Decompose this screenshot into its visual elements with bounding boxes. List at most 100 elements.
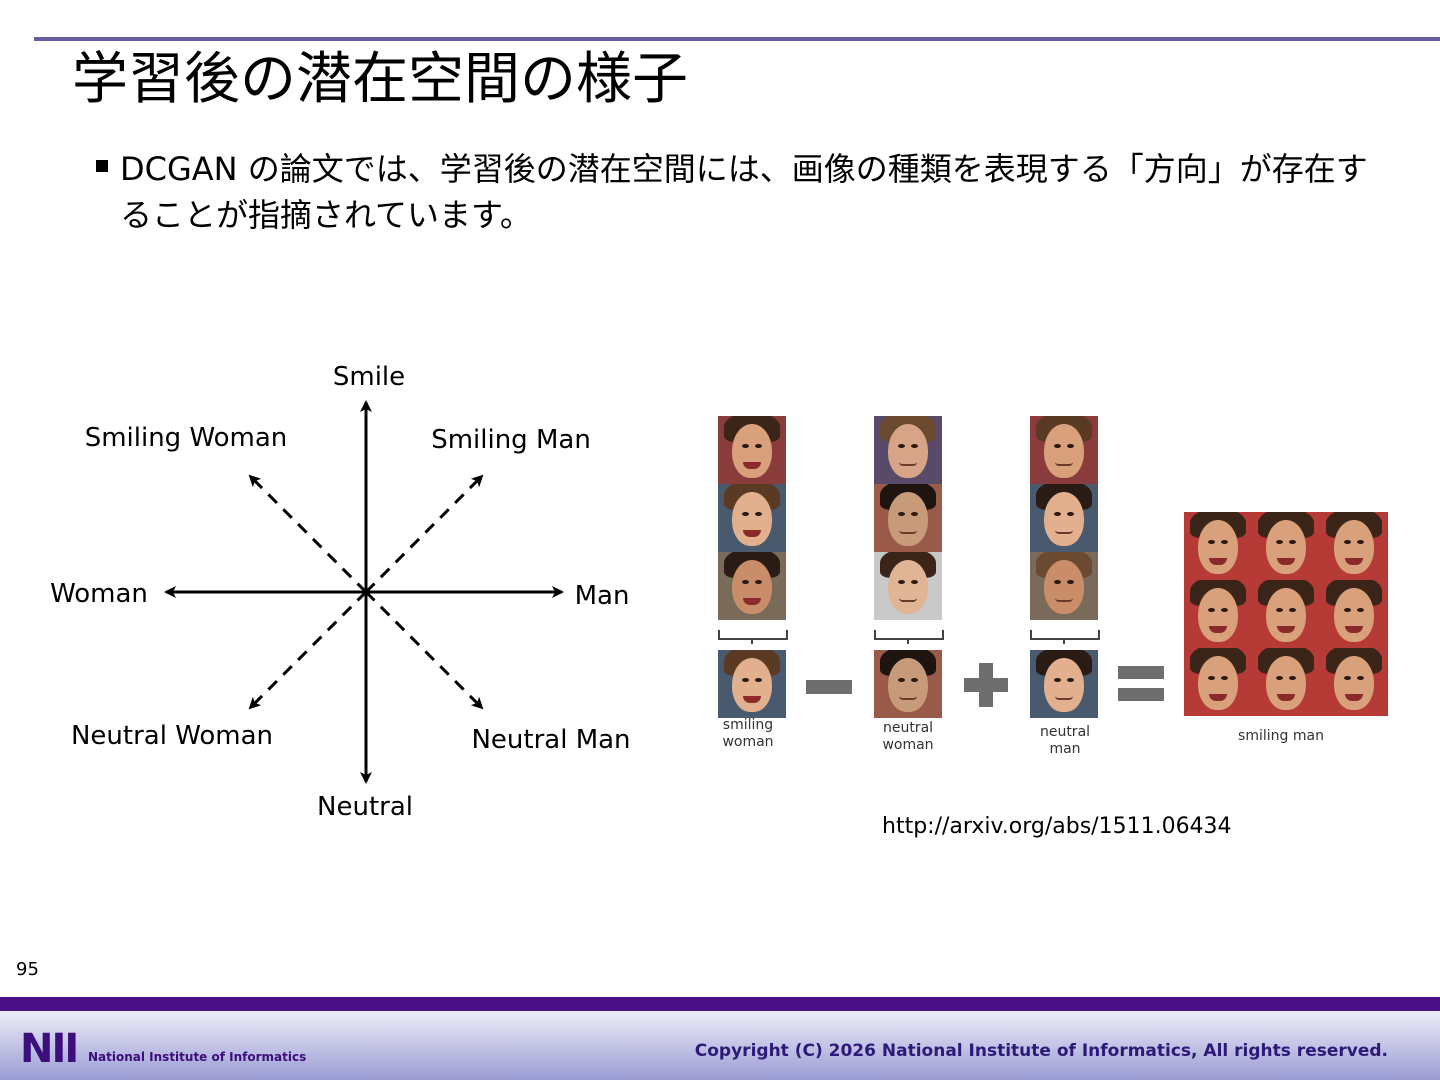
- logo-text: National Institute of Informatics: [88, 1050, 307, 1064]
- bullet-text: DCGAN の論文では、学習後の潜在空間には、画像の種類を表現する「方向」が存在…: [120, 150, 1368, 234]
- face-part: [1198, 656, 1238, 710]
- face-part: [1276, 540, 1283, 544]
- face-part: [1209, 626, 1227, 633]
- face-part: [1044, 492, 1084, 546]
- equals-icon-top: [1118, 666, 1164, 679]
- footer: NII National Institute of Informatics Co…: [0, 1011, 1440, 1080]
- face-part: [743, 598, 761, 605]
- face-part: [1289, 540, 1296, 544]
- copyright: Copyright (C) 2026 National Institute of…: [694, 1041, 1388, 1061]
- face-thumbnail: [718, 484, 786, 552]
- face-part: [742, 580, 749, 584]
- arrow-smiling-woman: [248, 474, 368, 594]
- face-part: [1208, 608, 1215, 612]
- face-part: [1277, 694, 1295, 701]
- arrow-smiling-man: [364, 474, 484, 594]
- face-part: [1209, 558, 1227, 565]
- face-part: [1044, 424, 1084, 478]
- face-part: [1221, 540, 1228, 544]
- face-part: [1277, 626, 1295, 633]
- face-part: [755, 444, 762, 448]
- face-thumbnail: [1030, 650, 1098, 718]
- caption-neutral-woman: neutral woman: [882, 720, 933, 754]
- equals-icon-bottom: [1118, 688, 1164, 701]
- face-part: [1067, 444, 1074, 448]
- slide-title: 学習後の潜在空間の様子: [72, 47, 688, 112]
- label-smiling-man: Smiling Man: [431, 425, 591, 455]
- label-smiling-woman: Smiling Woman: [84, 423, 288, 453]
- face-part: [1357, 540, 1364, 544]
- caption-neutral-woman-text: neutral woman: [882, 720, 934, 753]
- face-part: [911, 580, 918, 584]
- face-part: [1277, 558, 1295, 565]
- face-thumbnail: [874, 552, 942, 620]
- face-part: [1044, 658, 1084, 712]
- face-part: [898, 444, 905, 448]
- face-part: [1067, 580, 1074, 584]
- face-part: [1208, 676, 1215, 680]
- face-thumbnail: [874, 650, 942, 718]
- face-part: [1054, 444, 1061, 448]
- face-part: [1345, 626, 1363, 633]
- face-part: [898, 580, 905, 584]
- arrow-neutral-man: [364, 590, 484, 710]
- face-part: [732, 424, 772, 478]
- label-neutral-woman: Neutral Woman: [70, 721, 274, 751]
- face-thumbnail: [1252, 648, 1320, 716]
- caption-neutral-man-text: neutral man: [1039, 724, 1091, 757]
- logo-mark: NII: [20, 1026, 79, 1072]
- face-part: [1344, 540, 1351, 544]
- face-part: [743, 696, 761, 703]
- face-part: [732, 658, 772, 712]
- face-part: [743, 530, 761, 537]
- face-thumbnail: [874, 416, 942, 484]
- brace-tick: [1063, 638, 1065, 644]
- face-thumbnail: [718, 552, 786, 620]
- face-thumbnail: [1184, 648, 1252, 716]
- face-part: [1334, 520, 1374, 574]
- face-part: [1198, 588, 1238, 642]
- face-part: [742, 678, 749, 682]
- face-part: [888, 492, 928, 546]
- face-part: [1054, 678, 1061, 682]
- face-part: [888, 424, 928, 478]
- latent-direction-diagram: Smile Neutral Woman Man Smiling Woman Sm…: [40, 350, 660, 840]
- face-part: [888, 658, 928, 712]
- label-woman: Woman: [50, 579, 148, 609]
- label-neutral-man: Neutral Man: [471, 725, 631, 755]
- face-part: [755, 678, 762, 682]
- face-part: [1357, 676, 1364, 680]
- face-part: [1344, 676, 1351, 680]
- face-part: [732, 560, 772, 614]
- brace: [874, 630, 944, 640]
- face-part: [899, 696, 917, 700]
- face-part: [1266, 656, 1306, 710]
- face-part: [1198, 520, 1238, 574]
- face-part: [1345, 558, 1363, 565]
- face-part: [1054, 580, 1061, 584]
- footer-bar: [0, 997, 1440, 1011]
- face-part: [755, 512, 762, 516]
- face-thumbnail: [718, 416, 786, 484]
- face-part: [898, 512, 905, 516]
- face-part: [911, 512, 918, 516]
- caption-smiling-man: smiling man: [1238, 728, 1324, 744]
- face-part: [1276, 676, 1283, 680]
- brace: [718, 630, 788, 640]
- face-thumbnail: [1030, 416, 1098, 484]
- face-thumbnail: [1030, 484, 1098, 552]
- title-rule: [34, 37, 1440, 41]
- face-part: [1221, 608, 1228, 612]
- brace: [1030, 630, 1100, 640]
- face-part: [1055, 696, 1073, 700]
- face-thumbnail: [1252, 512, 1320, 580]
- brace-tick: [751, 638, 753, 644]
- face-part: [1266, 588, 1306, 642]
- minus-icon: [806, 680, 852, 694]
- face-part: [898, 678, 905, 682]
- label-man: Man: [574, 581, 630, 611]
- face-part: [899, 462, 917, 466]
- nii-logo: NII National Institute of Informatics: [20, 1025, 320, 1071]
- face-part: [732, 492, 772, 546]
- face-thumbnail: [1320, 512, 1388, 580]
